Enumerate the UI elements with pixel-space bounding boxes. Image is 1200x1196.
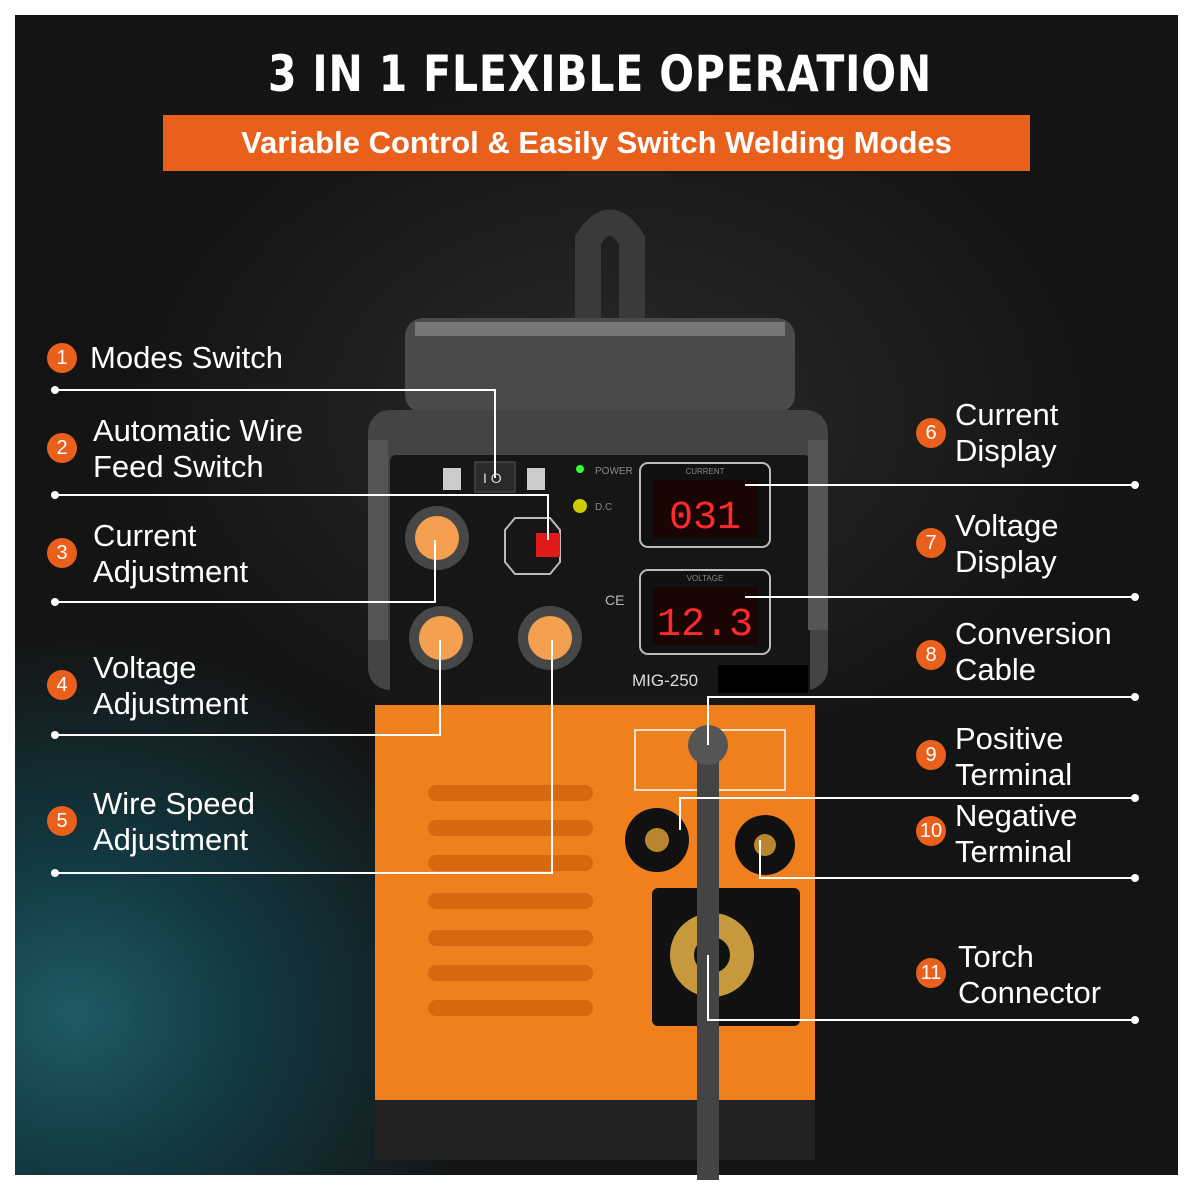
- wire-speed-knob: [518, 606, 582, 670]
- callout-conversion-cable: Conversion Cable: [955, 616, 1112, 687]
- subtitle-banner: Variable Control & Easily Switch Welding…: [163, 115, 1030, 171]
- voltage-display: VOLTAGE 12.3: [639, 569, 771, 655]
- svg-text:CURRENT: CURRENT: [685, 467, 724, 476]
- callout-negative-terminal: Negative Terminal: [955, 798, 1078, 869]
- model-label: MIG-250: [632, 671, 698, 690]
- callout-wire-feed-switch: Automatic Wire Feed Switch: [93, 413, 304, 484]
- callout-torch-connector: Torch Connector: [958, 939, 1102, 1010]
- callout-wire-speed-adjustment: Wire Speed Adjustment: [93, 786, 255, 857]
- callout-number: 3: [47, 538, 77, 568]
- svg-text:D.C: D.C: [595, 502, 612, 513]
- callout-number: 5: [47, 806, 77, 836]
- current-display: CURRENT 031: [639, 462, 771, 548]
- callout-lines: [55, 389, 1135, 1021]
- svg-text:12.3: 12.3: [657, 603, 753, 648]
- callout-number: 8: [916, 640, 946, 670]
- callout-number: 1: [47, 343, 77, 373]
- headline: 3 IN 1 FLEXIBLE OPERATION: [267, 45, 933, 103]
- torch-connector: [652, 888, 800, 1026]
- negative-terminal: [735, 815, 795, 875]
- positive-terminal: [625, 808, 689, 872]
- voltage-knob: [409, 606, 473, 670]
- top-cover: [405, 318, 795, 413]
- svg-text:CE: CE: [605, 592, 624, 608]
- callout-number: 10: [916, 816, 946, 846]
- callout-current-display: Current Display: [955, 397, 1059, 468]
- current-knob: [405, 506, 469, 570]
- callout-voltage-adjustment: Voltage Adjustment: [93, 650, 249, 721]
- callout-number: 11: [916, 958, 946, 988]
- callout-modes-switch: Modes Switch: [90, 340, 283, 375]
- callout-number: 2: [47, 433, 77, 463]
- callout-number: 6: [916, 418, 946, 448]
- callout-number: 4: [47, 670, 77, 700]
- callout-voltage-display: Voltage Display: [955, 508, 1059, 579]
- carry-handle: [575, 209, 645, 390]
- svg-text:I O: I O: [483, 470, 502, 486]
- svg-text:031: 031: [669, 496, 741, 541]
- callout-positive-terminal: Positive Terminal: [955, 721, 1073, 792]
- vents: [428, 785, 593, 1016]
- callout-number: 9: [916, 740, 946, 770]
- callout-number: 7: [916, 528, 946, 558]
- svg-text:POWER: POWER: [595, 466, 633, 477]
- svg-text:VOLTAGE: VOLTAGE: [687, 574, 724, 583]
- callout-current-adjustment: Current Adjustment: [93, 518, 249, 589]
